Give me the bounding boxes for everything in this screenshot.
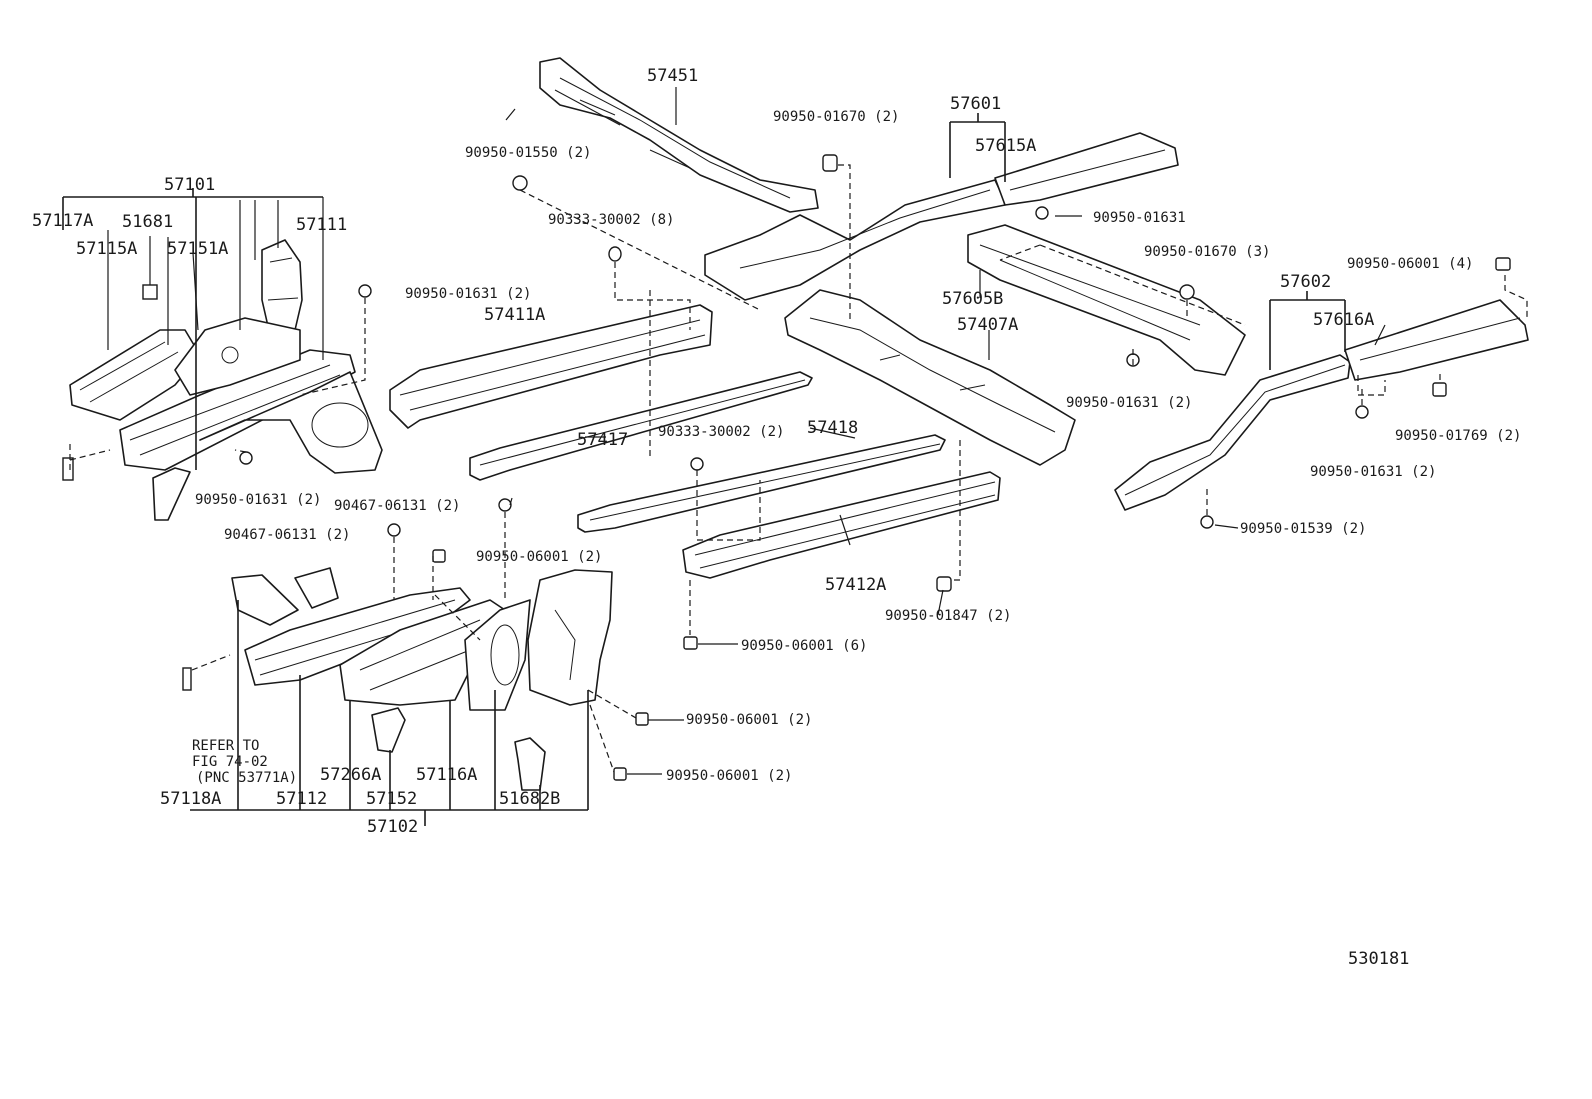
label-90950-01631-2-c: 90950-01631 (2) <box>1310 464 1436 480</box>
label-57152: 57152 <box>366 789 417 809</box>
side-sill-57412A <box>682 471 1001 579</box>
label-51681: 51681 <box>122 212 173 232</box>
label-90950-01670-2: 90950-01670 (2) <box>773 109 899 125</box>
label-90950-06001-2-b: 90950-06001 (2) <box>686 712 812 728</box>
rocker-reinforcement-57418 <box>577 434 946 533</box>
label-90950-01631-2-d: 90950-01631 (2) <box>195 492 321 508</box>
label-90950-01670-3: 90950-01670 (3) <box>1144 244 1270 260</box>
rear-floor-side-member-57601 <box>704 132 1179 301</box>
label-57601: 57601 <box>950 94 1001 114</box>
label-57117A: 57117A <box>32 211 93 231</box>
reference-note-line1: REFER TO <box>192 738 259 754</box>
label-57602: 57602 <box>1280 272 1331 292</box>
fastener-labels: 90950-01550 (2) 90950-01670 (2) 90333-30… <box>195 109 1521 784</box>
label-90950-06001-4: 90950-06001 (4) <box>1347 256 1473 272</box>
reference-note-line3: (PNC 53771A) <box>196 770 297 786</box>
dashed-reference-lines <box>69 164 1528 773</box>
label-51682B: 51682B <box>499 789 560 809</box>
label-90950-01631-2-b: 90950-01631 (2) <box>1066 395 1192 411</box>
label-90333-30002-2: 90333-30002 (2) <box>658 424 784 440</box>
center-floor-crossmember-57407A <box>784 289 1076 466</box>
label-57418: 57418 <box>807 418 858 438</box>
label-57615A: 57615A <box>975 136 1036 156</box>
label-57112: 57112 <box>276 789 327 809</box>
label-90950-01769: 90950-01769 (2) <box>1395 428 1521 444</box>
label-90467-06131-b: 90467-06131 (2) <box>224 527 350 543</box>
front-side-member-left-assembly <box>62 239 383 521</box>
label-57266A: 57266A <box>320 765 381 785</box>
label-90950-01550: 90950-01550 (2) <box>465 145 591 161</box>
cross-member-57451 <box>539 57 819 213</box>
rocker-reinforcement-57417 <box>469 371 813 481</box>
label-57412A: 57412A <box>825 575 886 595</box>
label-57605B: 57605B <box>942 289 1003 309</box>
label-57116A: 57116A <box>416 765 477 785</box>
label-90950-01539: 90950-01539 (2) <box>1240 521 1366 537</box>
label-90950-01631-2-a: 90950-01631 (2) <box>405 286 531 302</box>
label-90333-30002-8: 90333-30002 (8) <box>548 212 674 228</box>
label-57451: 57451 <box>647 66 698 86</box>
label-90950-01631: 90950-01631 <box>1093 210 1186 226</box>
label-90950-01847: 90950-01847 (2) <box>885 608 1011 624</box>
figure-number: 530181 <box>1348 949 1409 969</box>
reference-note-line2: FIG 74-02 <box>192 754 268 770</box>
label-90950-06001-6: 90950-06001 (6) <box>741 638 867 654</box>
rear-floor-side-member-57602 <box>1114 299 1529 511</box>
label-57101: 57101 <box>164 175 215 195</box>
part-labels: 57101 57117A 51681 57111 57115A 57151A 5… <box>32 66 1409 969</box>
label-57616A: 57616A <box>1313 310 1374 330</box>
leader-lines <box>62 87 1386 826</box>
rear-cross-member-57605B <box>967 224 1246 376</box>
label-90467-06131-a: 90467-06131 (2) <box>334 498 460 514</box>
label-57102: 57102 <box>367 817 418 837</box>
label-57151A: 57151A <box>167 239 228 259</box>
label-57115A: 57115A <box>76 239 137 259</box>
label-57118A: 57118A <box>160 789 221 809</box>
label-57417: 57417 <box>577 430 628 450</box>
label-90950-06001-2-a: 90950-06001 (2) <box>476 549 602 565</box>
front-side-member-right-assembly <box>182 567 613 791</box>
label-57407A: 57407A <box>957 315 1018 335</box>
label-57111: 57111 <box>296 215 347 235</box>
label-57411A: 57411A <box>484 305 545 325</box>
side-sill-57411A <box>389 304 713 429</box>
label-90950-06001-2-c: 90950-06001 (2) <box>666 768 792 784</box>
